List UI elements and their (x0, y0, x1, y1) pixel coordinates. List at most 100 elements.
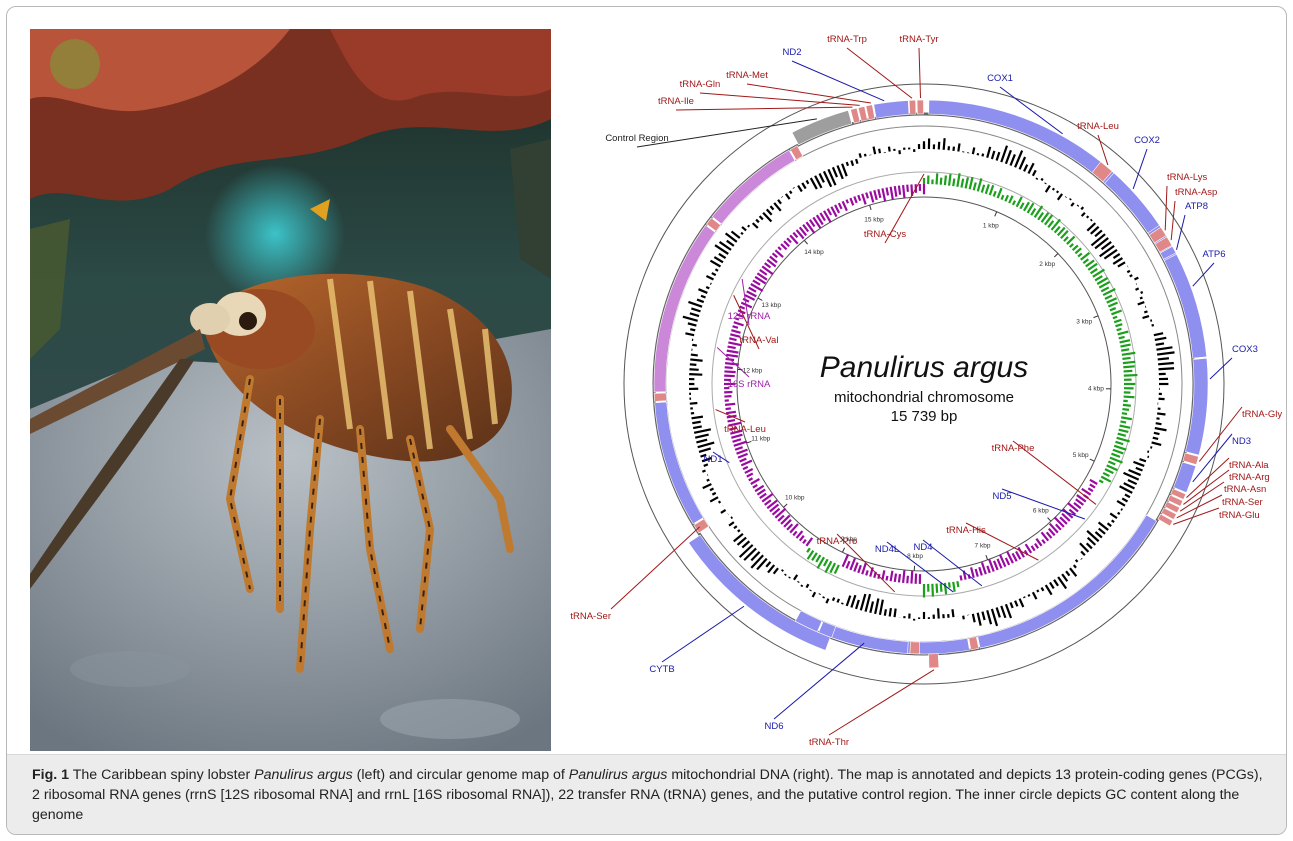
leader-line-37 (919, 48, 921, 98)
kbp-tick-mark (986, 555, 988, 560)
gc-skew-bar (970, 177, 973, 189)
gc-content-bar (944, 138, 945, 150)
gene-label-28: tRNA-Val (740, 335, 779, 346)
gc-skew-bar (961, 179, 963, 188)
gc-content-bar (1001, 606, 1005, 618)
gc-content-bar (702, 471, 705, 472)
gc-skew-bar (803, 225, 808, 232)
gene-label-22: ND6 (764, 721, 783, 732)
gc-content-bar (1152, 442, 1162, 444)
gc-content-bar (719, 254, 726, 258)
gc-content-bar (1155, 428, 1167, 430)
gc-skew-bar (749, 288, 756, 292)
gc-content-bar (1011, 154, 1015, 165)
gc-skew-bar (726, 355, 738, 357)
gc-content-bar (1095, 230, 1102, 236)
gc-content-bar (856, 600, 859, 609)
gc-skew-bar (1036, 539, 1041, 546)
gc-skew-bar (1122, 409, 1129, 410)
gc-content-bar (807, 180, 809, 183)
gc-skew-bar (1024, 202, 1029, 211)
gc-skew-bar (1121, 417, 1132, 419)
gc-content-bar (1133, 462, 1144, 466)
gc-content-bar (689, 374, 702, 375)
gc-content-bar (734, 526, 737, 528)
gc-skew-bar (725, 404, 735, 405)
gene-label-29: 12S rRNA (728, 311, 771, 322)
gc-skew-bar (778, 516, 784, 521)
gc-content-bar (1066, 571, 1069, 575)
feature-pcg-2 (1105, 173, 1160, 233)
leader-line-23 (662, 606, 744, 662)
gc-content-bar (703, 484, 712, 488)
gc-skew-bar (1006, 558, 1009, 565)
kbp-tick-label: 4 kbp (1088, 385, 1104, 392)
gc-skew-bar (1122, 353, 1135, 355)
gc-content-bar (1033, 592, 1037, 599)
gc-skew-bar (1099, 480, 1103, 482)
feature-trna-17 (969, 637, 979, 650)
gc-skew-bar (998, 188, 1002, 198)
gc-content-bar (707, 480, 710, 481)
caption-part-2: (left) and circular genome map of (353, 767, 569, 783)
gc-skew-bar (743, 467, 748, 469)
gc-skew-bar (1090, 480, 1097, 484)
gc-content-bar (774, 203, 781, 211)
kbp-tick-label: 10 kbp (785, 494, 805, 501)
gc-skew-bar (1075, 248, 1081, 253)
kbp-tick-label: 1 kbp (983, 223, 999, 230)
leader-line-35 (792, 61, 884, 101)
gc-content-bar (1128, 480, 1137, 484)
figure-frame: 1 kbp2 kbp3 kbp4 kbp5 kbp6 kbp7 kbp8 kbp… (6, 6, 1287, 835)
gc-skew-bar (1103, 473, 1109, 476)
gc-skew-bar (882, 188, 885, 201)
gc-skew-bar (1047, 532, 1052, 538)
gc-skew-bar (862, 194, 865, 205)
gc-content-bar (1108, 523, 1112, 526)
gc-content-bar (691, 355, 698, 356)
gc-content-bar (1088, 538, 1096, 545)
gc-skew-bar (740, 306, 745, 308)
leader-line-5 (1177, 215, 1185, 250)
gc-skew-bar (858, 565, 861, 573)
gc-skew-bar (729, 338, 736, 340)
gc-content-bar (1024, 165, 1027, 172)
gene-label-3: tRNA-Lys (1167, 172, 1208, 183)
gc-skew-bar (1074, 503, 1081, 508)
feature-pcg-25 (655, 402, 704, 524)
gc-skew-bar (816, 555, 820, 562)
gc-skew-bar (787, 524, 792, 530)
figure-label: Fig. 1 (32, 767, 69, 783)
gc-content-bar (1081, 207, 1083, 209)
gc-content-bar (938, 608, 939, 618)
gene-label-8: tRNA-Gly (1242, 409, 1282, 420)
gc-content-bar (690, 403, 698, 404)
gc-content-bar (798, 186, 802, 192)
gc-content-bar (1050, 582, 1054, 588)
gc-content-bar (701, 296, 705, 298)
kbp-tick-label: 14 kbp (804, 249, 824, 256)
gc-content-bar (1028, 163, 1033, 173)
gc-skew-bar (1124, 397, 1135, 398)
caption-species-2: Panulirus argus (569, 767, 668, 783)
gene-label-10: tRNA-Ala (1229, 460, 1269, 471)
gc-skew-bar (1113, 317, 1117, 318)
gc-skew-bar (1114, 320, 1121, 322)
gc-content-bar (978, 613, 981, 626)
gc-content-bar (880, 600, 883, 615)
gc-skew-bar (1073, 245, 1078, 250)
gc-content-bar (1046, 585, 1052, 595)
gene-label-2: COX2 (1134, 135, 1160, 146)
gene-label-37: tRNA-Tyr (899, 34, 938, 45)
gc-content-bar (1118, 513, 1120, 514)
gc-content-bar (833, 598, 834, 601)
kbp-tick-mark (870, 205, 871, 210)
leader-line-32 (676, 107, 852, 110)
gc-skew-bar (953, 179, 954, 187)
gc-skew-bar (807, 548, 810, 552)
gc-content-bar (740, 545, 753, 557)
gc-content-bar (706, 276, 713, 280)
gc-skew-bar (727, 351, 739, 353)
gc-content-bar (973, 614, 975, 622)
gc-skew-bar (895, 574, 896, 582)
